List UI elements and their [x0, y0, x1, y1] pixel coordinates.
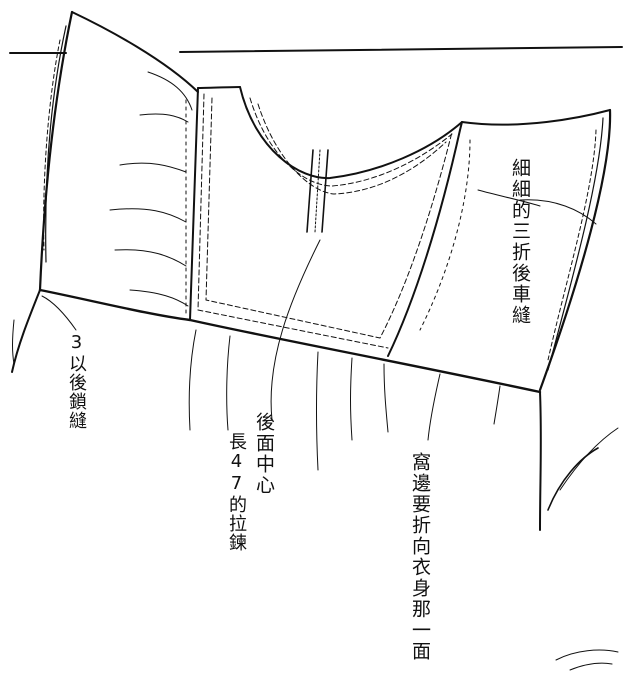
leader-lines: [41, 189, 541, 421]
back-bodice: [189, 86, 463, 357]
center-back-note: 後面中心: [253, 412, 275, 496]
reference-line: [9, 46, 623, 54]
right-sleeve: [419, 108, 612, 392]
side-seam-note: 3以後鎖縫: [66, 332, 87, 430]
hem-fold-note: 窩邊要折向衣身那一面: [409, 452, 431, 662]
sleeve-edge-note: 細細的三折後車縫: [509, 158, 531, 326]
waist-seam: [38, 288, 542, 394]
left-sleeve: [38, 10, 199, 317]
zipper-note: 長47的拉鍊: [226, 432, 247, 552]
zipper: [306, 149, 329, 233]
skirt: [11, 289, 619, 671]
